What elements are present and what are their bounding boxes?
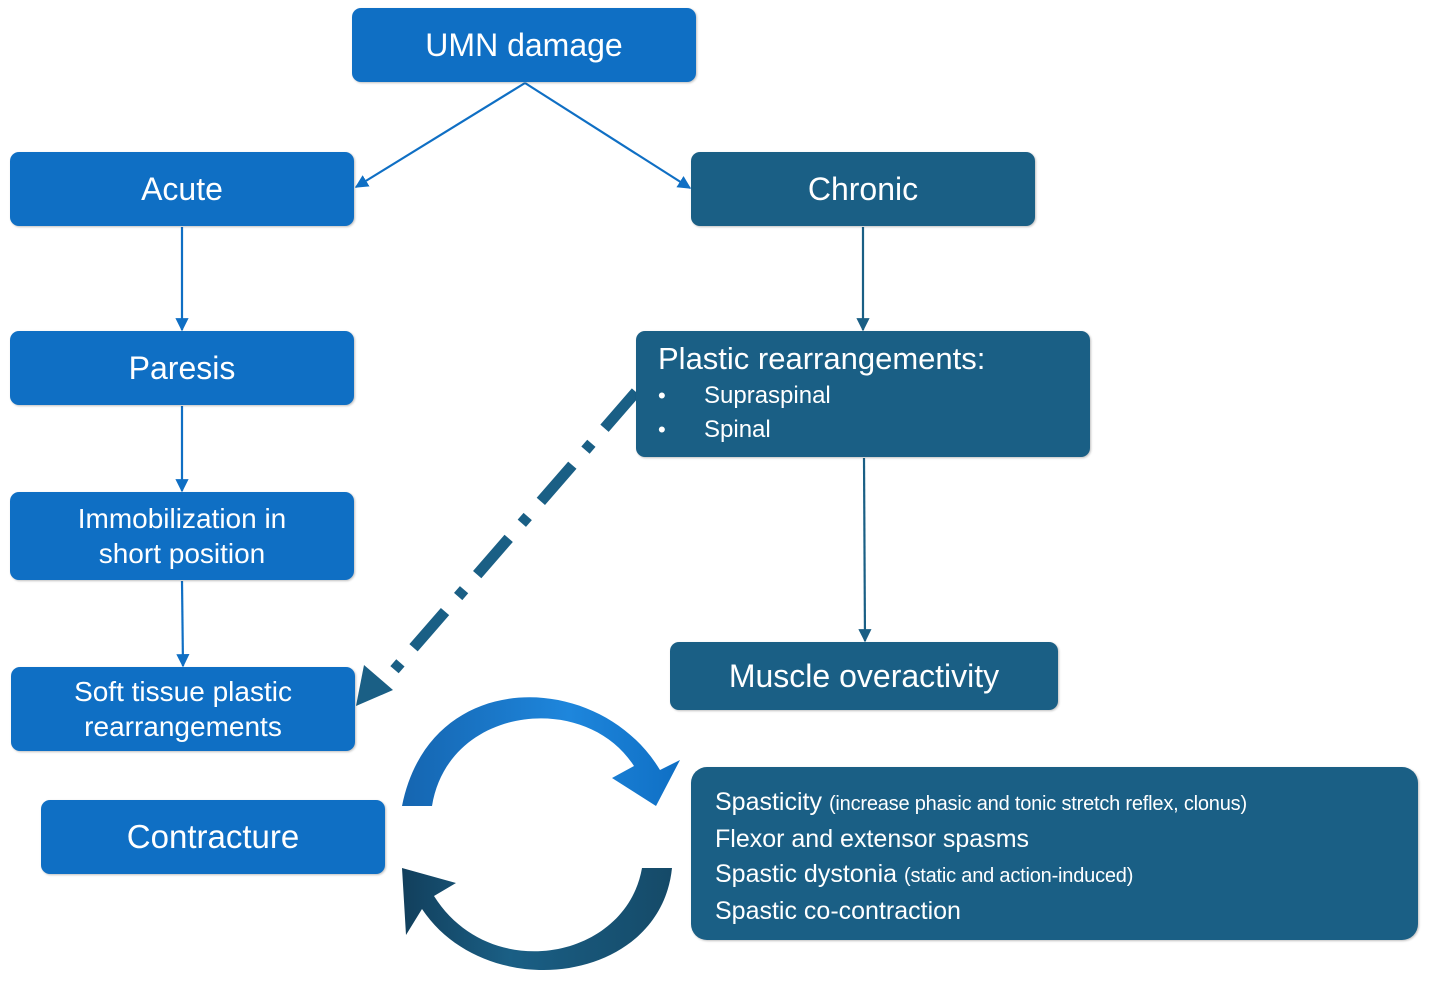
node-spastic-syndromes: Spasticity (increase phasic and tonic st… <box>691 767 1418 940</box>
node-acute-label: Acute <box>141 171 223 207</box>
arrow-plastic-to-muscle <box>858 457 872 643</box>
spastic-item-main: Flexor and extensor spasms <box>715 825 1030 853</box>
arrow-umn-to-acute <box>354 82 526 188</box>
spastic-item-detail: (increase phasic and tonic stretch refle… <box>828 793 1247 815</box>
node-immobilization: Immobilization in short position <box>10 492 354 580</box>
spastic-item-main: Spastic co-contraction <box>715 897 961 925</box>
plastic-bullet-label: Supraspinal <box>704 382 831 409</box>
node-paresis-label: Paresis <box>128 350 236 386</box>
node-muscle-overactivity-label: Muscle overactivity <box>728 658 1000 694</box>
node-acute: Acute <box>10 152 354 226</box>
node-plastic-rearrangements: Plastic rearrangements: • Supraspinal • … <box>636 331 1090 457</box>
plastic-bullet-label: Spinal <box>704 416 771 443</box>
dash-dot-arrow-plastic-to-soft-tissue <box>384 388 641 680</box>
node-contracture: Contracture <box>41 800 385 874</box>
node-soft-tissue: Soft tissue plastic rearrangements <box>11 667 355 751</box>
node-plastic-title: Plastic rearrangements: <box>658 341 986 376</box>
spastic-item: Spastic co-contraction <box>715 894 1418 929</box>
node-soft-tissue-line-2: rearrangements <box>84 711 282 742</box>
node-chronic: Chronic <box>691 152 1035 226</box>
cycle-arrow-bottom <box>402 868 672 971</box>
node-contracture-label: Contracture <box>126 818 300 856</box>
spastic-item: Spastic dystonia (static and action-indu… <box>715 857 1418 894</box>
spastic-item-detail: (static and action-induced) <box>904 865 1134 887</box>
node-muscle-overactivity: Muscle overactivity <box>670 642 1058 710</box>
node-umn-damage: UMN damage <box>352 8 696 82</box>
node-paresis: Paresis <box>10 331 354 405</box>
node-chronic-label: Chronic <box>807 171 919 207</box>
cycle-arrow-top <box>402 697 680 806</box>
bullet-icon: • <box>658 383 666 408</box>
spastic-item-main: Spasticity <box>715 788 822 816</box>
spastic-item-main: Spastic dystonia <box>715 860 898 888</box>
plastic-bullet-item: • Spinal <box>658 413 1090 447</box>
plastic-bullet-item: • Supraspinal <box>658 379 1090 413</box>
node-umn-damage-label: UMN damage <box>425 27 623 63</box>
spastic-item: Spasticity (increase phasic and tonic st… <box>715 785 1418 822</box>
dash-dot-arrowhead <box>356 665 393 706</box>
arrow-immobilization-to-soft-tissue <box>176 580 190 668</box>
node-soft-tissue-line-1: Soft tissue plastic <box>74 676 292 707</box>
bullet-icon: • <box>658 417 666 442</box>
node-immobilization-line-1: Immobilization in <box>77 503 287 534</box>
arrow-umn-to-chronic <box>524 82 692 189</box>
spastic-item: Flexor and extensor spasms <box>715 822 1418 857</box>
node-immobilization-line-2: short position <box>98 538 266 569</box>
